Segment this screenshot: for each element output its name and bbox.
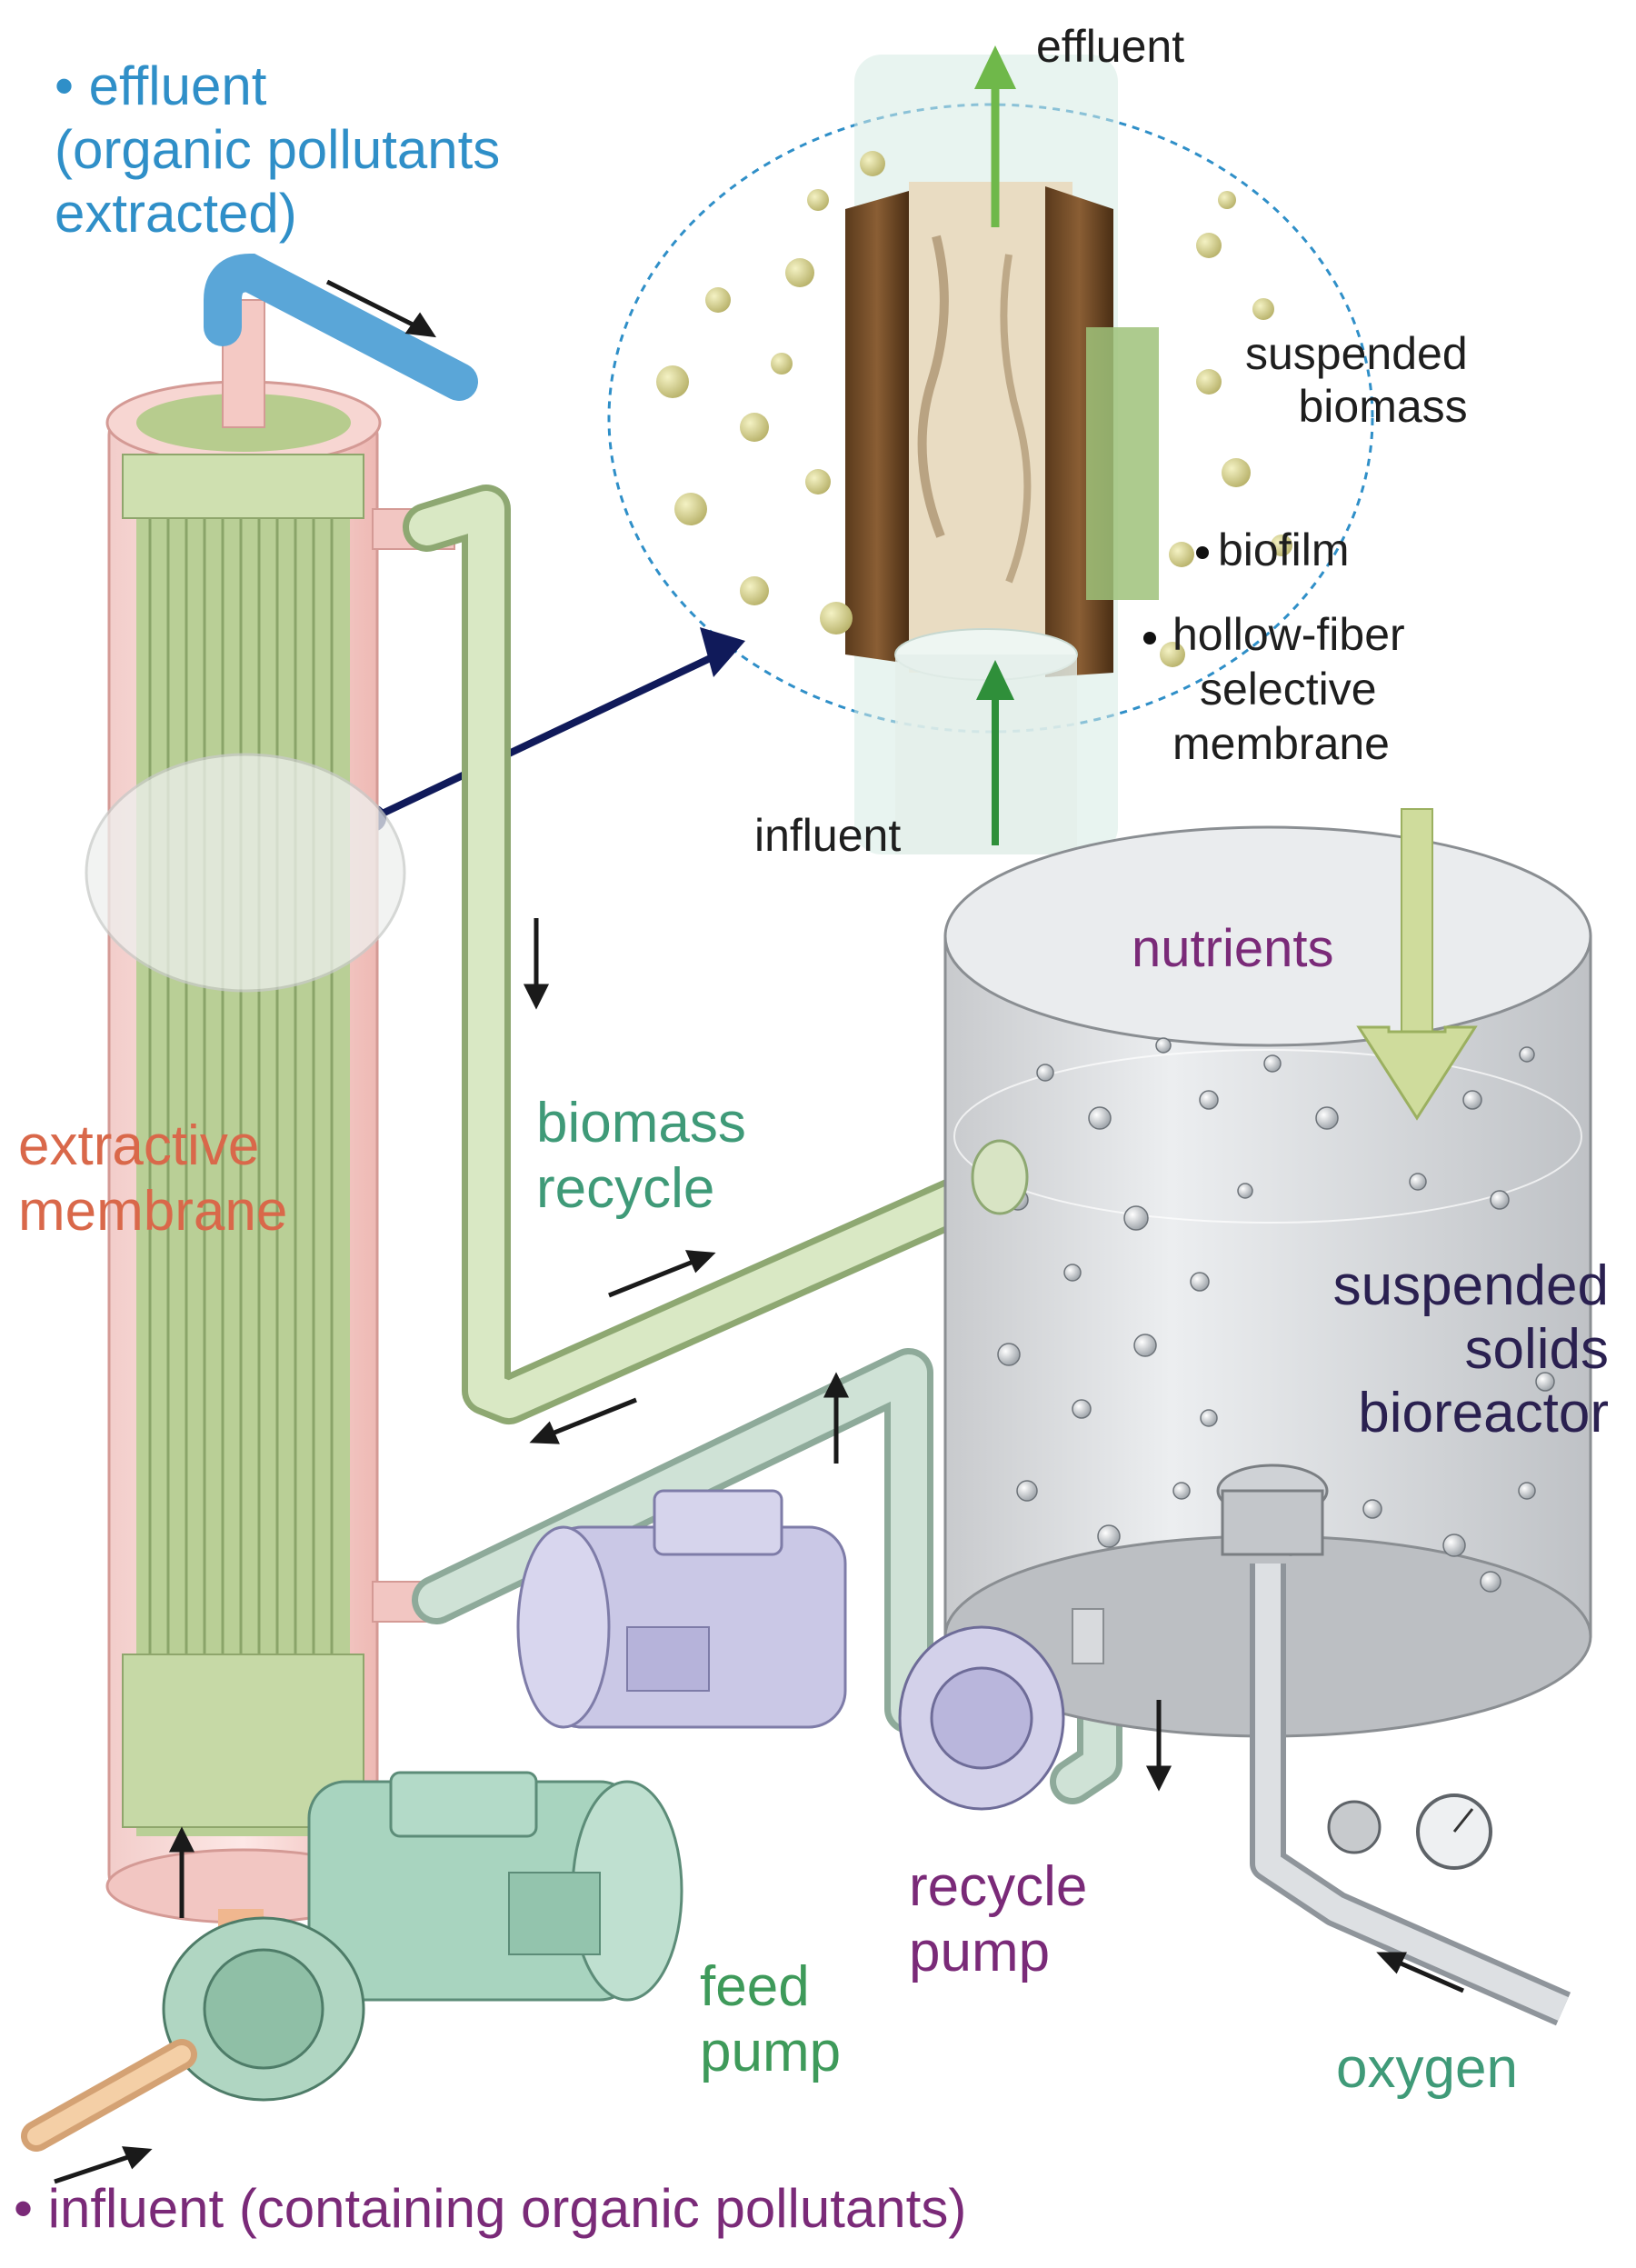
label-hollow-fiber-line1: hollow-fiber xyxy=(1172,609,1405,660)
label-influent-bottom: • influent (containing organic pollutant… xyxy=(14,2178,967,2239)
label-effluent-extracted: • effluent (organic pollutants extracted… xyxy=(55,55,500,245)
label-biomass-recycle-line2: recycle xyxy=(536,1157,715,1220)
recycle-pump xyxy=(516,1489,1065,1811)
label-recycle-pump: recycle pump xyxy=(909,1854,1087,1985)
label-hollow-fiber-line2: selective xyxy=(1200,664,1377,714)
label-effluent-top: effluent xyxy=(1036,21,1185,72)
extractive-membrane-column xyxy=(85,253,478,2073)
inset-detail xyxy=(607,45,1374,854)
label-nutrients: nutrients xyxy=(1132,919,1334,978)
bioreactor-tank xyxy=(943,808,1592,2026)
label-biofilm: biofilm xyxy=(1218,525,1350,575)
suspended-biomass-spheres xyxy=(656,151,1292,667)
label-bioreactor-line3: bioreactor xyxy=(1358,1382,1609,1444)
label-hollow-fiber-membrane: hollow-fiber selective membrane xyxy=(1172,607,1405,771)
label-biomass-recycle-line1: biomass xyxy=(536,1092,746,1154)
label-effluent-extracted-line1: • effluent xyxy=(55,55,267,116)
label-bioreactor-line2: solids xyxy=(1464,1318,1609,1381)
label-recycle-pump-line1: recycle xyxy=(909,1855,1088,1918)
label-bioreactor: suspended solids bioreactor xyxy=(1209,1254,1609,1445)
label-recycle-pump-line2: pump xyxy=(909,1921,1051,1983)
label-effluent-extracted-line3: extracted) xyxy=(55,183,297,244)
label-suspended-biomass-line2: biomass xyxy=(1298,381,1468,432)
flow-arrows xyxy=(54,279,1465,2184)
feed-pump xyxy=(21,1771,683,2152)
label-extractive-membrane-line2: membrane xyxy=(18,1180,288,1243)
label-bioreactor-line1: suspended xyxy=(1332,1254,1609,1317)
label-suspended-biomass: suspended biomass xyxy=(1245,327,1468,433)
label-suspended-biomass-line1: suspended xyxy=(1245,328,1468,379)
label-oxygen: oxygen xyxy=(1336,2037,1518,2100)
label-feed-pump-line2: pump xyxy=(700,2021,842,2083)
label-effluent-extracted-line2: (organic pollutants xyxy=(55,119,501,180)
label-feed-pump: feed pump xyxy=(700,1954,841,2085)
label-influent-inset: influent xyxy=(754,810,902,861)
label-extractive-membrane-line1: extractive xyxy=(18,1114,260,1177)
callout-arrow xyxy=(359,627,745,832)
label-hollow-fiber-line3: membrane xyxy=(1172,718,1390,769)
label-extractive-membrane: extractive membrane xyxy=(18,1114,287,1244)
label-feed-pump-line1: feed xyxy=(700,1955,810,2018)
label-biomass-recycle: biomass recycle xyxy=(536,1091,746,1222)
